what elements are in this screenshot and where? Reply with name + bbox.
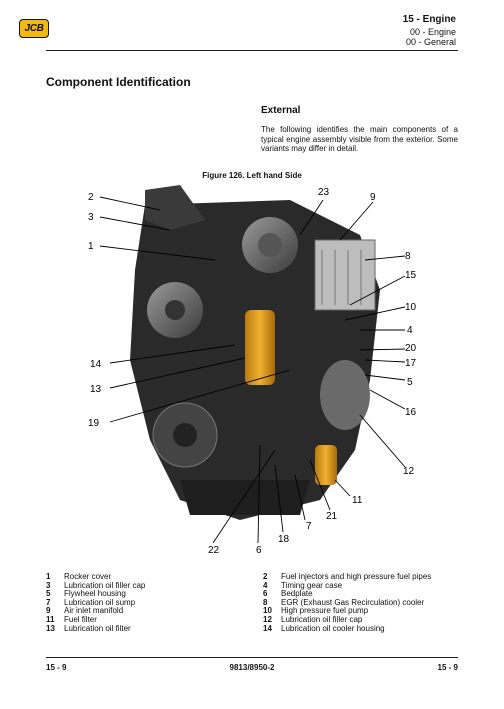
legend-text: Lubrication oil filler cap — [64, 580, 146, 590]
legend-text: Lubrication oil cooler housing — [281, 623, 385, 633]
footer-doc-number: 9813/8950-2 — [229, 663, 275, 672]
legend-num: 6 — [263, 589, 268, 599]
legend-text: High pressure fuel pump — [281, 606, 369, 616]
legend-item: 3 Lubrication oil filler cap — [46, 580, 146, 591]
figure-caption: Figure 126. Left hand Side — [202, 171, 302, 180]
oil-sump-shape — [180, 480, 310, 515]
legend-text: Rocker cover — [64, 572, 112, 581]
oil-filter-shape — [245, 310, 275, 385]
callout-17: 17 — [405, 358, 417, 369]
callout-1: 1 — [88, 241, 94, 252]
legend-text: Lubrication oil sump — [64, 597, 136, 607]
legend-text: Fuel injectors and high pressure fuel pi… — [281, 572, 432, 581]
legend-num: 9 — [46, 606, 51, 616]
legend-num: 12 — [263, 614, 272, 624]
callout-15: 15 — [405, 270, 417, 281]
section-title: Component Identification — [46, 75, 191, 89]
leader-lines — [99, 196, 406, 544]
callout-3: 3 — [88, 212, 94, 223]
legend-item: 11 Fuel filter — [46, 614, 145, 625]
legend-num: 5 — [46, 589, 51, 599]
callout-20: 20 — [405, 343, 417, 354]
legend-text: Lubrication oil filter — [64, 623, 131, 633]
callout-10: 10 — [405, 302, 417, 313]
legend-right-column: 2 Fuel injectors and high pressure fuel p… — [263, 572, 432, 634]
callout-14: 14 — [90, 359, 102, 370]
engine-illustration: 2 3 1 14 13 19 22 6 18 7 21 11 12 16 5 1… — [88, 185, 417, 556]
rocker-cover-shape — [145, 185, 205, 230]
callout-13: 13 — [90, 384, 102, 395]
egr-cooler-shape — [314, 239, 376, 311]
turbo-center — [258, 233, 282, 257]
damper-hub — [173, 423, 197, 447]
legend-item: 13 Lubrication oil filter — [46, 623, 145, 634]
fuel-filter-shape — [315, 445, 337, 485]
legend-item: 2 Fuel injectors and high pressure fuel p… — [263, 572, 432, 582]
legend-text: Bedplate — [281, 589, 313, 599]
callout-7: 7 — [306, 521, 312, 532]
logo-text: JCB — [24, 23, 44, 34]
legend-item: 8 EGR (Exhaust Gas Recirculation) cooler — [263, 597, 431, 608]
legend-num: 1 — [46, 572, 51, 581]
pulley-hub — [165, 300, 185, 320]
legend-left-column: 1 Rocker cover 3 Lubrication oil filler ca… — [46, 572, 146, 634]
legend-num: 11 — [46, 614, 55, 624]
callout-16: 16 — [405, 407, 417, 418]
legend-item: 4 Timing gear case — [263, 580, 431, 591]
flywheel-housing-shape — [320, 360, 370, 430]
callout-11: 11 — [352, 495, 363, 506]
callout-9: 9 — [370, 192, 376, 203]
legend-item: 14 Lubrication oil cooler housing — [263, 623, 431, 634]
callout-22: 22 — [208, 545, 220, 556]
subsection-title: External — [261, 105, 301, 116]
legend-item: 1 Rocker cover — [46, 572, 145, 582]
jcb-logo: JCB — [19, 19, 49, 38]
callout-21: 21 — [326, 511, 338, 522]
header-rule — [46, 50, 458, 51]
legend-item: 6 Bedplate — [263, 590, 431, 599]
legend-item: 9 Air inlet manifold — [46, 607, 145, 616]
callout-6: 6 — [256, 545, 262, 556]
callout-5: 5 — [407, 377, 413, 388]
legend-text: Timing gear case — [281, 580, 343, 590]
legend-item: 10 High pressure fuel pump — [263, 607, 431, 616]
legend-text: Air inlet manifold — [64, 606, 124, 616]
chapter-subtitles: 00 - Engine 00 - General — [406, 27, 456, 47]
legend-num: 3 — [46, 580, 51, 590]
callout-4: 4 — [407, 325, 413, 336]
callout-2: 2 — [88, 192, 94, 203]
callout-12: 12 — [403, 466, 415, 477]
legend-num: 13 — [46, 623, 55, 633]
legend-num: 14 — [263, 623, 272, 633]
chapter-sub-2: 00 - General — [405, 37, 456, 47]
callout-19: 19 — [88, 418, 100, 429]
callout-8: 8 — [405, 251, 411, 262]
legend-num: 7 — [46, 597, 51, 607]
callout-labels: 2 3 1 14 13 19 22 6 18 7 21 11 12 16 5 1… — [88, 187, 417, 556]
legend-num: 8 — [263, 597, 268, 607]
footer-page-right: 15 - 9 — [437, 663, 458, 672]
legend-text: EGR (Exhaust Gas Recirculation) cooler — [281, 597, 425, 607]
legend-item: 5 Flywheel housing — [46, 590, 145, 599]
legend-text: Flywheel housing — [64, 589, 126, 599]
footer-rule — [46, 657, 458, 658]
chapter-title: 15 - Engine — [402, 14, 456, 25]
footer-page-left: 15 - 9 — [46, 663, 67, 672]
intro-text: The following identifies the main compon… — [261, 125, 458, 153]
callout-18: 18 — [278, 534, 290, 545]
legend-item: 12 Lubrication oil filler cap — [263, 614, 431, 625]
legend-text: Lubrication oil filler cap — [281, 614, 363, 624]
callout-23: 23 — [318, 187, 330, 198]
legend-text: Fuel filter — [64, 614, 97, 624]
chapter-sub-1: 00 - Engine — [409, 27, 456, 37]
legend-num: 10 — [263, 606, 272, 616]
legend-num: 4 — [263, 580, 268, 590]
legend-item: 7 Lubrication oil sump — [46, 597, 145, 608]
legend-num: 2 — [263, 572, 268, 581]
